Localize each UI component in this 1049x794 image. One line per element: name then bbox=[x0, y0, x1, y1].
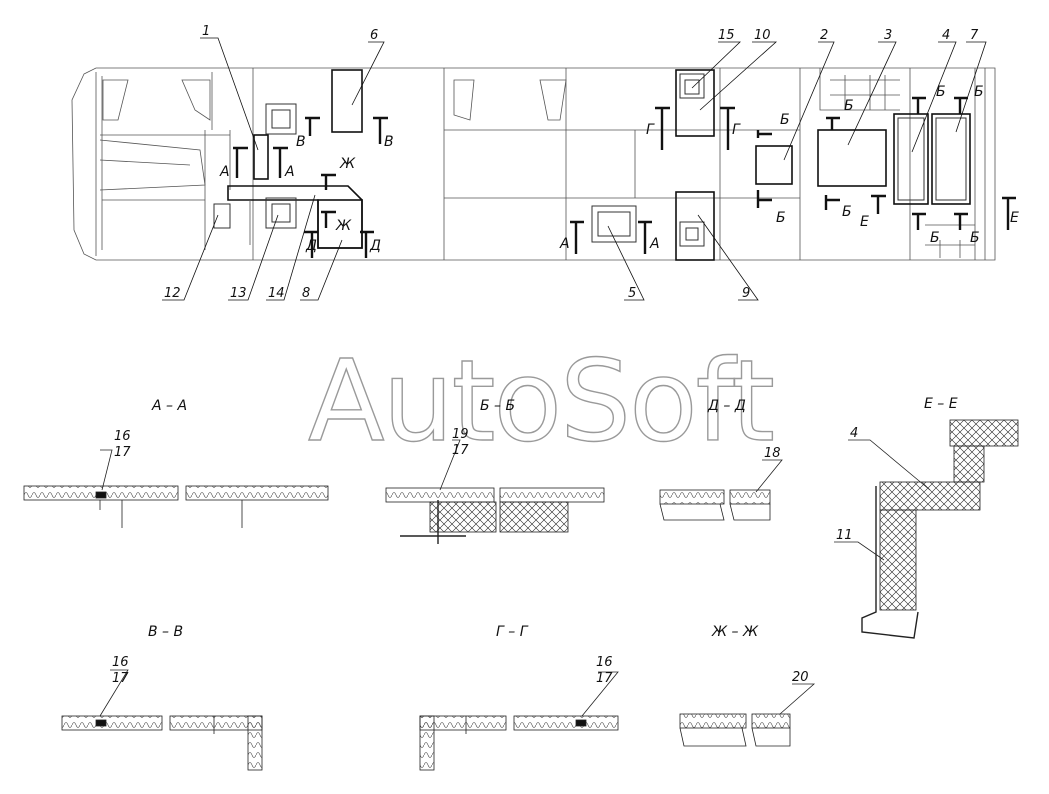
svg-text:А – А: А – А bbox=[151, 398, 187, 414]
svg-text:11: 11 bbox=[836, 528, 853, 543]
svg-text:9: 9 bbox=[742, 286, 750, 301]
svg-text:13: 13 bbox=[230, 286, 247, 301]
svg-text:2: 2 bbox=[820, 28, 828, 43]
section-gg-callouts: 16 17 bbox=[596, 655, 613, 686]
section-dd bbox=[659, 459, 783, 521]
section-aa bbox=[23, 449, 329, 528]
svg-text:5: 5 bbox=[628, 286, 636, 301]
callout-numbers: 1 2 3 4 5 6 7 8 9 10 12 13 14 15 bbox=[164, 24, 979, 301]
svg-text:Е: Е bbox=[860, 214, 869, 230]
section-marks bbox=[233, 96, 1016, 258]
svg-text:А: А bbox=[559, 236, 570, 252]
svg-text:Б: Б bbox=[776, 210, 786, 226]
svg-text:Г: Г bbox=[646, 122, 655, 138]
svg-text:В: В bbox=[296, 134, 306, 150]
panel-7 bbox=[931, 113, 971, 205]
svg-text:Б: Б bbox=[970, 230, 980, 246]
svg-text:Б – Б: Б – Б bbox=[480, 398, 515, 414]
leader-lines bbox=[162, 37, 987, 301]
panel-9 bbox=[675, 191, 715, 261]
floor-panels bbox=[253, 69, 971, 261]
section-vv-callouts: 16 17 bbox=[112, 655, 129, 686]
svg-text:В: В bbox=[384, 134, 394, 150]
svg-text:Г – Г: Г – Г bbox=[496, 624, 529, 640]
panel-4 bbox=[893, 113, 929, 205]
section-ee-callouts: 4 11 bbox=[836, 426, 858, 543]
svg-text:17: 17 bbox=[452, 443, 469, 458]
section-bb-callouts: 19 17 bbox=[452, 427, 469, 458]
section-zhzh bbox=[679, 683, 816, 747]
svg-text:Д: Д bbox=[305, 238, 317, 254]
section-ee bbox=[834, 419, 1019, 639]
panel-8 bbox=[317, 199, 363, 249]
svg-text:Ж – Ж: Ж – Ж bbox=[711, 624, 759, 640]
svg-text:4: 4 bbox=[942, 28, 950, 43]
svg-text:19: 19 bbox=[452, 427, 469, 442]
panel-2 bbox=[755, 145, 793, 185]
svg-text:17: 17 bbox=[114, 445, 131, 460]
watermark: AutoSoft bbox=[308, 337, 773, 467]
svg-text:16: 16 bbox=[112, 655, 129, 670]
section-letters: А А В В Ж Ж Д Д А А Г Г Б Б Б Б Е Б Б Б … bbox=[219, 84, 1019, 254]
bus-plan bbox=[71, 67, 996, 261]
svg-text:3: 3 bbox=[884, 28, 892, 43]
panel-10 bbox=[675, 69, 715, 137]
section-bb bbox=[385, 439, 605, 544]
panel-6 bbox=[331, 69, 363, 133]
svg-text:В – В: В – В bbox=[148, 624, 183, 640]
panel-1 bbox=[253, 134, 269, 180]
section-titles: А – А Б – Б Д – Д Е – Е В – В Г – Г Ж – … bbox=[148, 396, 958, 640]
svg-text:15: 15 bbox=[718, 28, 735, 43]
svg-text:Е – Е: Е – Е bbox=[924, 396, 958, 412]
svg-text:Г: Г bbox=[732, 122, 741, 138]
svg-text:А: А bbox=[284, 164, 295, 180]
svg-text:16: 16 bbox=[114, 429, 131, 444]
svg-text:Ж: Ж bbox=[335, 218, 352, 234]
svg-text:Д: Д bbox=[369, 238, 381, 254]
svg-text:16: 16 bbox=[596, 655, 613, 670]
svg-text:А: А bbox=[219, 164, 230, 180]
section-vv bbox=[61, 669, 263, 771]
svg-text:10: 10 bbox=[754, 28, 771, 43]
section-dd-callout: 18 bbox=[764, 446, 781, 461]
svg-text:Б: Б bbox=[844, 98, 854, 114]
svg-text:7: 7 bbox=[970, 28, 979, 43]
svg-text:А: А bbox=[649, 236, 660, 252]
svg-text:Б: Б bbox=[780, 112, 790, 128]
svg-text:Б: Б bbox=[930, 230, 940, 246]
svg-text:8: 8 bbox=[302, 286, 310, 301]
svg-text:17: 17 bbox=[596, 671, 613, 686]
hatches bbox=[213, 73, 967, 247]
svg-text:Б: Б bbox=[974, 84, 984, 100]
svg-text:Ж: Ж bbox=[339, 156, 356, 172]
svg-text:6: 6 bbox=[370, 28, 378, 43]
section-aa-callouts: 16 17 bbox=[114, 429, 131, 460]
svg-text:Е: Е bbox=[1010, 210, 1019, 226]
svg-text:12: 12 bbox=[164, 286, 181, 301]
section-zhzh-callout: 20 bbox=[792, 670, 809, 685]
svg-text:14: 14 bbox=[268, 286, 285, 301]
svg-text:Б: Б bbox=[936, 84, 946, 100]
panel-3 bbox=[817, 129, 887, 187]
svg-text:17: 17 bbox=[112, 671, 129, 686]
svg-text:4: 4 bbox=[850, 426, 858, 441]
svg-text:Д – Д: Д – Д bbox=[707, 398, 746, 414]
section-gg bbox=[419, 671, 619, 771]
svg-text:Б: Б bbox=[842, 204, 852, 220]
svg-text:1: 1 bbox=[202, 24, 210, 39]
